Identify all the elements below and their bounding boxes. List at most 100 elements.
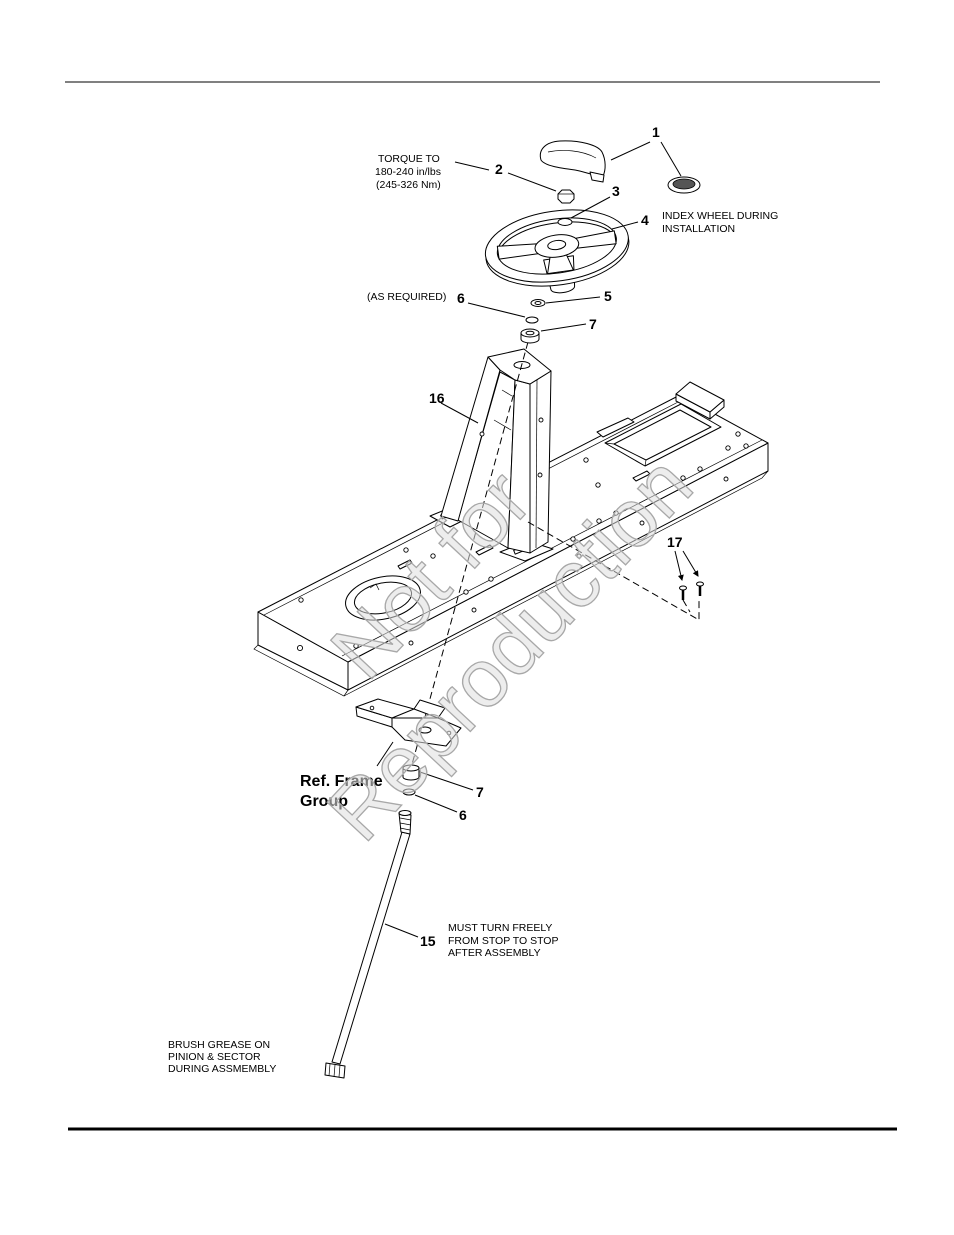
bracket-shaft-hole	[418, 726, 432, 734]
leader-6-lower	[414, 794, 458, 813]
spline-tooth	[399, 827, 411, 831]
frame-hole	[697, 466, 703, 472]
assembly-centerline-bolt	[682, 599, 691, 613]
frame-seat-recess	[596, 403, 722, 467]
frame-hole	[725, 445, 731, 451]
frame-hole	[680, 475, 686, 481]
cap-highlight	[547, 150, 597, 159]
as-required-note: (AS REQUIRED)	[367, 291, 446, 303]
torque-note-line: 180-240 in/lbs	[375, 166, 441, 178]
rear-bracket-top	[675, 381, 725, 413]
shaft-body	[331, 831, 411, 1065]
bracket-riser	[413, 699, 446, 719]
pinion-tooth	[338, 1064, 341, 1078]
bracket-hole	[369, 705, 375, 711]
leader-15	[384, 923, 419, 938]
leader-torque-note	[454, 161, 490, 171]
frame-holes	[296, 431, 749, 652]
lower-bushings	[402, 764, 420, 796]
frame-hole	[488, 576, 494, 582]
steering-wheel	[484, 209, 630, 294]
ref-frame-group-label: Ref. Frame Group	[300, 773, 383, 810]
steering-shaft	[324, 810, 412, 1079]
frame-hole	[596, 518, 602, 524]
leader-3	[570, 196, 611, 219]
ref-frame-line: Ref. Frame	[300, 773, 383, 790]
nut	[557, 189, 575, 204]
frame-wall-hole	[296, 644, 304, 652]
tractor-frame	[253, 381, 769, 697]
frame-hole	[613, 510, 619, 516]
bushing-7-upper-hole	[525, 330, 535, 336]
frame-hole	[463, 589, 469, 595]
frame-hole	[430, 553, 436, 559]
frame-hole	[570, 536, 576, 542]
recess-edge	[604, 442, 615, 445]
bracket-hole	[446, 730, 452, 736]
index-wheel-note: INDEX WHEEL DURING INSTALLATION	[662, 210, 778, 235]
shaft-top-end	[398, 810, 412, 816]
frame-hole	[595, 482, 601, 488]
upper-bushings	[520, 299, 546, 344]
frame-bracket	[355, 698, 462, 747]
frame-wall-hole	[639, 520, 645, 526]
pinion-tooth	[333, 1064, 336, 1078]
recess-rib	[596, 417, 635, 438]
frame-slot	[632, 470, 651, 482]
column-side-face	[529, 370, 552, 554]
frame-wall-hole	[471, 607, 477, 613]
frame-hole	[403, 547, 409, 553]
frame-bottom-lip	[253, 644, 349, 697]
callout-17: 17	[667, 534, 683, 550]
pinion-tooth	[328, 1063, 331, 1077]
frame-hole	[298, 597, 304, 603]
frame-hole	[743, 443, 749, 449]
frame-wall-hole	[408, 640, 414, 646]
leader-2	[507, 172, 557, 192]
callout-3: 3	[612, 183, 620, 199]
bolt-head	[696, 581, 704, 587]
must-turn-note-line: FROM STOP TO STOP	[448, 935, 558, 947]
leader-17-a	[674, 550, 684, 581]
frame-slot	[397, 559, 413, 570]
cutout-notch	[369, 583, 380, 591]
brush-grease-note-line: PINION & SECTOR	[168, 1051, 261, 1063]
frame-near-flange-line	[341, 439, 763, 657]
leader-1-insert	[660, 141, 682, 177]
washer-6-lower	[402, 788, 416, 796]
cutout-inner-ring	[353, 581, 413, 615]
must-turn-note-line: MUST TURN FREELY	[448, 922, 552, 934]
steering-wheel-cap	[539, 140, 606, 183]
leader-1-cap	[610, 141, 651, 161]
torque-note-line: (245-326 Nm)	[376, 179, 441, 191]
torque-note: TORQUE TO 180-240 in/lbs (245-326 Nm)	[375, 153, 441, 191]
bushing-7-lower-top	[402, 764, 420, 772]
brush-grease-note: BRUSH GREASE ON PINION & SECTOR DURING A…	[168, 1039, 276, 1075]
bolt-head	[679, 585, 687, 591]
frame-slot	[475, 544, 494, 556]
callout-7-lower: 7	[476, 784, 484, 800]
recess-floor	[613, 409, 712, 461]
frame-hole	[735, 431, 741, 437]
column-inner-brace	[493, 419, 512, 431]
frame-hole	[353, 643, 359, 649]
cap-body	[539, 140, 606, 177]
leader-lines	[376, 141, 699, 938]
column-hole	[538, 417, 544, 423]
frame-lower-lip	[343, 470, 769, 697]
callout-6-upper: 6	[457, 290, 465, 306]
ref-frame-line: Group	[300, 793, 348, 810]
spline-tooth	[399, 817, 412, 821]
column-fold-line	[535, 379, 538, 549]
leader-ref-frame	[376, 741, 394, 767]
leader-7-upper	[540, 323, 587, 332]
callout-6-lower: 6	[459, 807, 467, 823]
must-turn-note-line: AFTER ASSEMBLY	[448, 947, 541, 959]
callout-1: 1	[652, 124, 660, 140]
recess-edge	[644, 459, 647, 467]
torque-note-line: TORQUE TO	[378, 153, 440, 165]
callout-16: 16	[429, 390, 445, 406]
cap-insert	[667, 176, 701, 194]
